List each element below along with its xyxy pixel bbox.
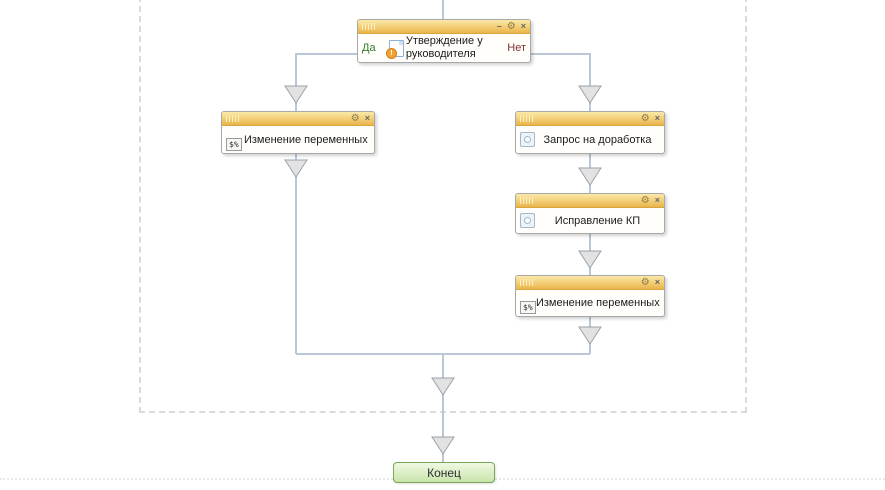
node-titlebar[interactable]: ⚙ × [516, 112, 664, 126]
task-title: Запрос на доработка [543, 133, 652, 146]
arrowhead-icon [578, 326, 602, 345]
node-titlebar[interactable]: ⚙ × [516, 276, 664, 290]
action-icon [520, 213, 535, 228]
arrowhead-icon [431, 436, 455, 455]
settings-gear-icon[interactable]: ⚙ [640, 194, 650, 206]
arrowhead-icon [284, 159, 308, 178]
branch-label-yes: Да [362, 42, 376, 54]
variables-icon: $% [226, 138, 242, 151]
decision-title: Утверждение у руководителя [405, 35, 483, 60]
drag-grip-icon[interactable] [226, 115, 239, 122]
task-node-change-variables-right[interactable]: ⚙ × $% Изменение переменных [515, 275, 665, 317]
settings-gear-icon[interactable]: ⚙ [640, 276, 650, 288]
condition-document-icon: ! [385, 39, 404, 59]
document-fold [398, 40, 403, 45]
node-titlebar[interactable]: ⚙ × [516, 194, 664, 208]
node-titlebar[interactable]: – ⚙ × [358, 20, 530, 34]
variables-icon: $% [520, 301, 536, 314]
task-title: Исправление КП [554, 214, 641, 227]
arrowhead-icon [578, 250, 602, 269]
close-icon[interactable]: × [364, 113, 370, 123]
node-titlebar[interactable]: ⚙ × [222, 112, 374, 126]
action-icon [520, 132, 535, 147]
arrowhead-icon [578, 167, 602, 186]
task-node-rework-request[interactable]: ⚙ × Запрос на доработка [515, 111, 665, 154]
close-icon[interactable]: × [654, 277, 660, 287]
settings-gear-icon[interactable]: ⚙ [350, 112, 360, 124]
edge-yes-branch [295, 53, 357, 111]
drag-grip-icon[interactable] [520, 115, 533, 122]
arrowhead-icon [431, 377, 455, 396]
task-title: Изменение переменных [243, 133, 368, 146]
drag-grip-icon[interactable] [362, 23, 375, 30]
exclamation-badge-icon: ! [385, 47, 397, 59]
arrowhead-icon [578, 85, 602, 104]
end-node[interactable]: Конец [393, 462, 495, 483]
drag-grip-icon[interactable] [520, 279, 533, 286]
settings-gear-icon[interactable]: ⚙ [506, 20, 516, 32]
close-icon[interactable]: × [520, 21, 526, 31]
end-node-label: Конец [427, 465, 461, 480]
edge-no-branch [531, 53, 591, 111]
close-icon[interactable]: × [654, 113, 660, 123]
decision-node-approval[interactable]: – ⚙ × Да ! Утверждение у руководителя Не… [357, 19, 531, 63]
branch-label-no: Нет [507, 42, 526, 54]
action-icon-dot [524, 136, 531, 143]
task-node-fix-kp[interactable]: ⚙ × Исправление КП [515, 193, 665, 234]
minimize-icon[interactable]: – [496, 21, 502, 31]
task-title: Изменение переменных [535, 297, 660, 309]
task-node-change-variables-left[interactable]: ⚙ × $% Изменение переменных [221, 111, 375, 154]
drag-grip-icon[interactable] [520, 197, 533, 204]
close-icon[interactable]: × [654, 195, 660, 205]
arrowhead-icon [284, 85, 308, 104]
action-icon-dot [524, 217, 531, 224]
settings-gear-icon[interactable]: ⚙ [640, 112, 650, 124]
